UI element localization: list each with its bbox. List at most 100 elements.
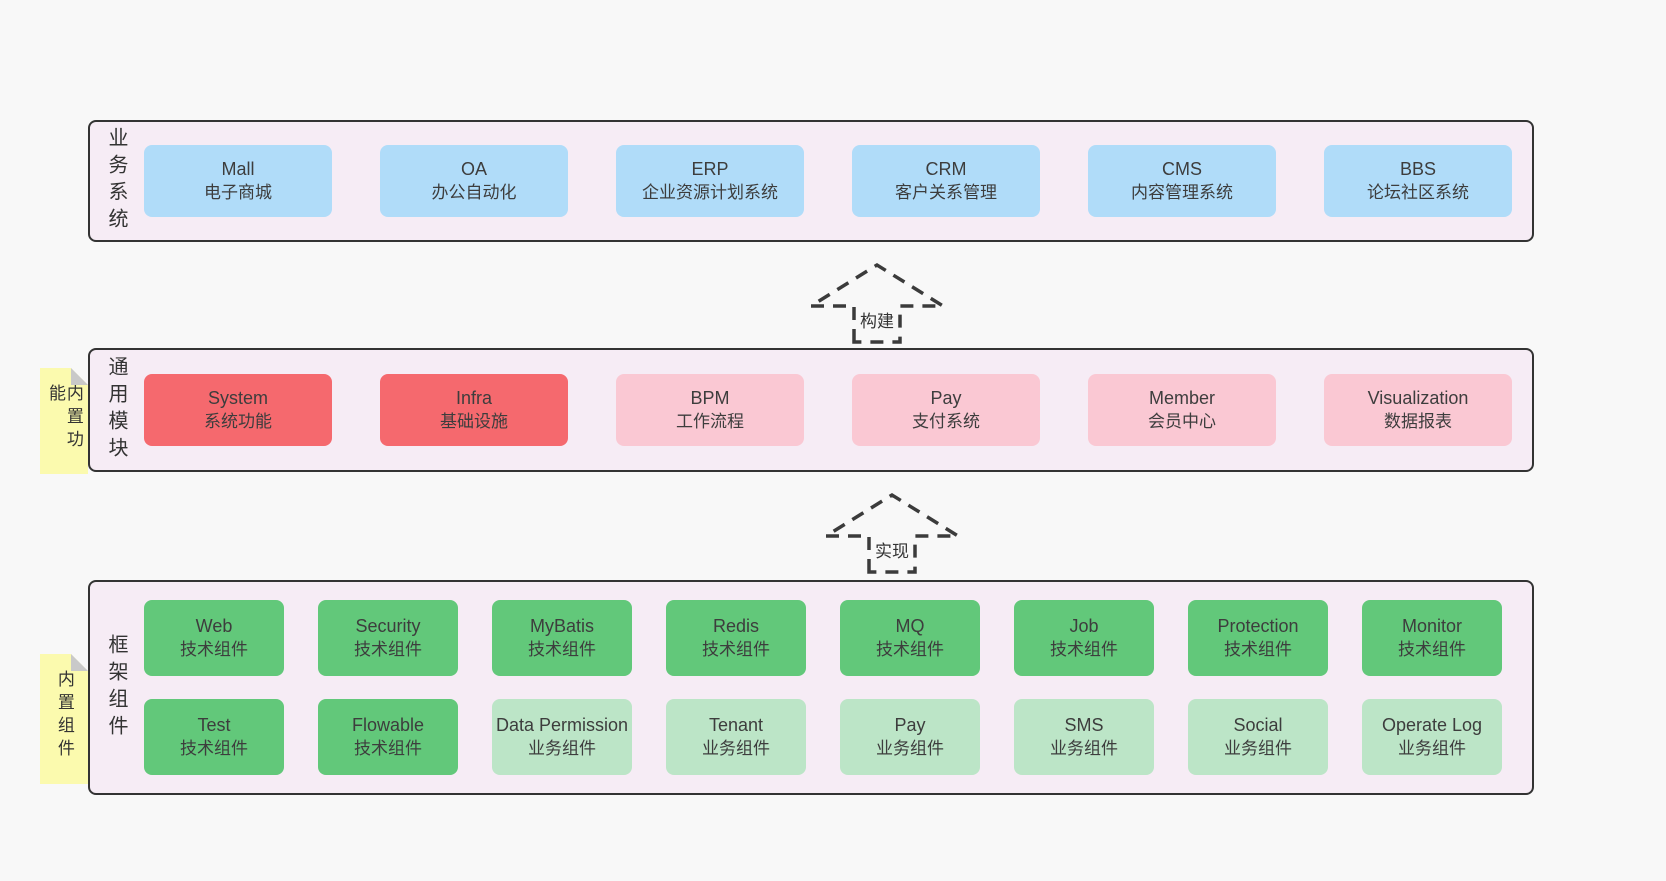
section-label: 通用模块 <box>105 356 127 464</box>
box-title: Flowable <box>351 715 425 735</box>
box-mall: Mall 电子商城 <box>144 145 332 217</box>
box-pay: Pay 业务组件 <box>840 699 980 775</box>
box-subtitle: 工作流程 <box>676 412 744 431</box>
box-title: BBS <box>1399 159 1437 179</box>
box-title: SMS <box>1064 715 1104 735</box>
box-job: Job 技术组件 <box>1014 600 1154 676</box>
box-subtitle: 会员中心 <box>1148 412 1216 431</box>
box-operate-log: Operate Log 业务组件 <box>1362 699 1502 775</box>
box-title: Data Permission <box>495 715 629 735</box>
box-subtitle: 企业资源计划系统 <box>642 183 778 202</box>
box-subtitle: 数据报表 <box>1384 412 1452 431</box>
box-title: CMS <box>1162 159 1202 179</box>
box-subtitle: 技术组件 <box>180 640 248 659</box>
box-web: Web 技术组件 <box>144 600 284 676</box>
box-protection: Protection 技术组件 <box>1188 600 1328 676</box>
box-bpm: BPM 工作流程 <box>616 374 804 446</box>
sticky-note-built-in-functions: 内置功能 <box>40 368 88 474</box>
box-cms: CMS 内容管理系统 <box>1088 145 1276 217</box>
box-mq: MQ 技术组件 <box>840 600 980 676</box>
box-title: Social <box>1233 715 1283 735</box>
box-oa: OA 办公自动化 <box>380 145 568 217</box>
box-subtitle: 办公自动化 <box>431 183 517 202</box>
box-title: Tenant <box>708 715 764 735</box>
box-monitor: Monitor 技术组件 <box>1362 600 1502 676</box>
box-title: System <box>207 388 268 408</box>
section-label: 业务系统 <box>105 127 127 235</box>
box-title: Test <box>197 715 231 735</box>
box-title: Mall <box>221 159 255 179</box>
box-bbs: BBS 论坛社区系统 <box>1324 145 1512 217</box>
box-test: Test 技术组件 <box>144 699 284 775</box>
box-erp: ERP 企业资源计划系统 <box>616 145 804 217</box>
box-subtitle: 技术组件 <box>180 739 248 758</box>
box-title: Redis <box>712 616 760 636</box>
box-title: Protection <box>1217 616 1299 636</box>
box-subtitle: 业务组件 <box>1224 739 1292 758</box>
box-title: Operate Log <box>1381 715 1483 735</box>
arrow-label: 实现 <box>872 536 912 563</box>
box-title: Visualization <box>1367 388 1469 408</box>
box-social: Social 业务组件 <box>1188 699 1328 775</box>
section-business-systems: 业务系统 Mall 电子商城 OA 办公自动化 ERP 企业资源计划系统 CRM 客户关系管理… <box>88 120 1534 242</box>
box-subtitle: 技术组件 <box>702 640 770 659</box>
box-subtitle: 技术组件 <box>1050 640 1118 659</box>
box-subtitle: 电子商城 <box>204 183 272 202</box>
box-subtitle: 业务组件 <box>702 739 770 758</box>
box-flowable: Flowable 技术组件 <box>318 699 458 775</box>
box-title: ERP <box>691 159 729 179</box>
box-subtitle: 客户关系管理 <box>895 183 997 202</box>
box-crm: CRM 客户关系管理 <box>852 145 1040 217</box>
box-title: CRM <box>925 159 967 179</box>
box-title: Security <box>355 616 421 636</box>
box-visualization: Visualization 数据报表 <box>1324 374 1512 446</box>
box-title: OA <box>460 159 487 179</box>
arrow-implement: 实现 <box>822 490 962 574</box>
box-title: BPM <box>690 388 730 408</box>
box-subtitle: 技术组件 <box>354 739 422 758</box>
box-subtitle: 论坛社区系统 <box>1367 183 1469 202</box>
box-row: Mall 电子商城 OA 办公自动化 ERP 企业资源计划系统 CRM 客户关系管理 CMS 内容… <box>144 145 1512 217</box>
box-title: Web <box>195 616 233 636</box>
box-title: Infra <box>455 388 493 408</box>
box-subtitle: 业务组件 <box>1050 739 1118 758</box>
box-subtitle: 技术组件 <box>1398 640 1466 659</box>
box-title: Pay <box>894 715 926 735</box>
sticky-note-built-in-components: 内置组件 <box>40 654 88 784</box>
box-data-permission: Data Permission 业务组件 <box>492 699 632 775</box>
box-subtitle: 技术组件 <box>528 640 596 659</box>
box-subtitle: 业务组件 <box>528 739 596 758</box>
arrow-build: 构建 <box>807 260 947 344</box>
section-label: 框架组件 <box>105 633 127 742</box>
box-title: MQ <box>895 616 925 636</box>
box-tenant: Tenant 业务组件 <box>666 699 806 775</box>
arrow-label: 构建 <box>857 306 897 333</box>
box-subtitle: 技术组件 <box>1224 640 1292 659</box>
box-security: Security 技术组件 <box>318 600 458 676</box>
box-redis: Redis 技术组件 <box>666 600 806 676</box>
box-subtitle: 业务组件 <box>1398 739 1466 758</box>
box-sms: SMS 业务组件 <box>1014 699 1154 775</box>
box-title: Job <box>1069 616 1099 636</box>
box-title: MyBatis <box>529 616 594 636</box>
box-subtitle: 支付系统 <box>912 412 980 431</box>
box-subtitle: 内容管理系统 <box>1131 183 1233 202</box>
box-rows: Mall 电子商城 OA 办公自动化 ERP 企业资源计划系统 CRM 客户关系管理 CMS 内容… <box>126 145 1532 217</box>
box-subtitle: 技术组件 <box>876 640 944 659</box>
sticky-label: 内置组件 <box>54 670 74 762</box>
box-mybatis: MyBatis 技术组件 <box>492 600 632 676</box>
box-subtitle: 业务组件 <box>876 739 944 758</box>
box-subtitle: 技术组件 <box>354 640 422 659</box>
box-title: Monitor <box>1401 616 1463 636</box>
